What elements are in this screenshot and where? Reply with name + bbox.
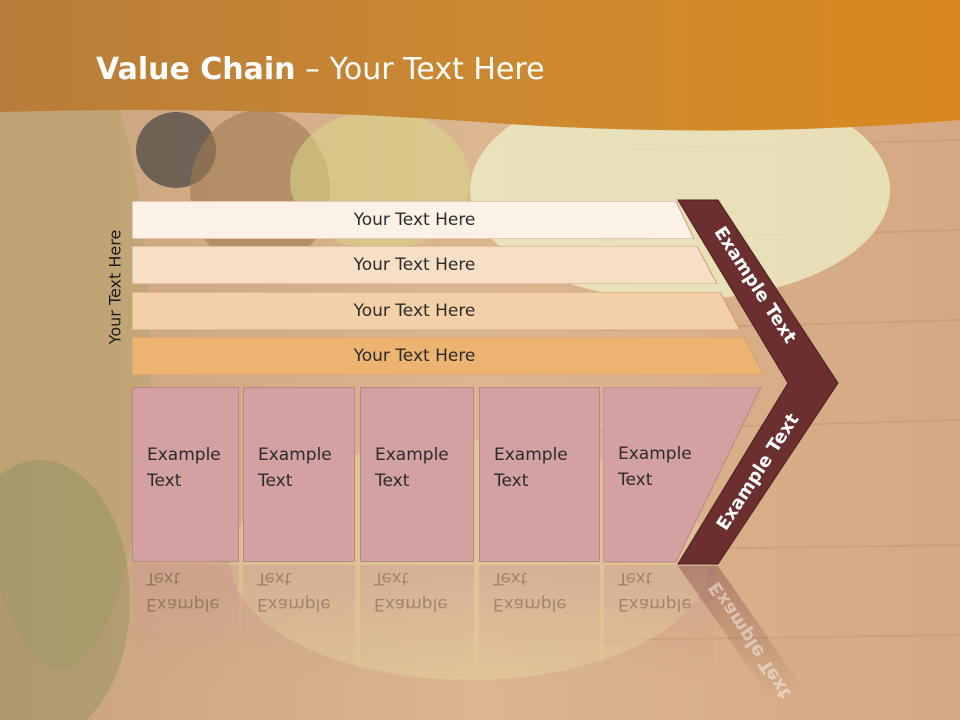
support-box-1-label: Example Text (147, 445, 221, 491)
value-row-4-shape (132, 337, 764, 375)
support-box-3-label: Example Text (375, 445, 449, 491)
value-row-3-label: Your Text Here (353, 301, 476, 321)
margin-chevron-reflection (678, 566, 810, 698)
support-box-4-reflection: Example Text (479, 565, 600, 685)
support-box-5-shape (603, 387, 762, 563)
support-box-3-reflection: Example Text (360, 565, 474, 685)
value-row-3: Your Text Here (132, 292, 740, 330)
title-bold: Value Chain (96, 52, 296, 87)
margin-chevron (677, 199, 839, 698)
value-row-2: Your Text Here (132, 246, 717, 284)
support-box-1: Example Text (132, 387, 239, 562)
value-row-4: Your Text Here (132, 337, 764, 375)
value-row-1-label: Your Text Here (353, 210, 476, 230)
value-row-3-shape (132, 292, 740, 330)
value-row-2-shape (132, 246, 717, 284)
title-rest: – Your Text Here (295, 52, 545, 87)
side-label: Your Text Here (105, 229, 125, 345)
support-box-4: Example Text (479, 387, 600, 562)
support-box-5-label: Example Text (618, 444, 692, 490)
support-box-1-reflection: Example Text (132, 565, 239, 685)
support-box-3: Example Text (360, 387, 474, 562)
value-row-2-label: Your Text Here (353, 255, 476, 275)
value-row-4-label: Your Text Here (353, 346, 476, 366)
support-box-4-label: Example Text (494, 445, 568, 491)
support-box-2-label: Example Text (258, 445, 332, 491)
value-row-1: Your Text Here (132, 201, 694, 239)
support-box-5: Example Text (604, 387, 714, 562)
support-box-2-reflection: Example Text (243, 565, 355, 685)
value-row-1-shape (132, 201, 694, 239)
support-box-2: Example Text (243, 387, 355, 562)
margin-chevron-shape (677, 199, 839, 565)
slide-title: Value Chain – Your Text Here (96, 52, 545, 87)
